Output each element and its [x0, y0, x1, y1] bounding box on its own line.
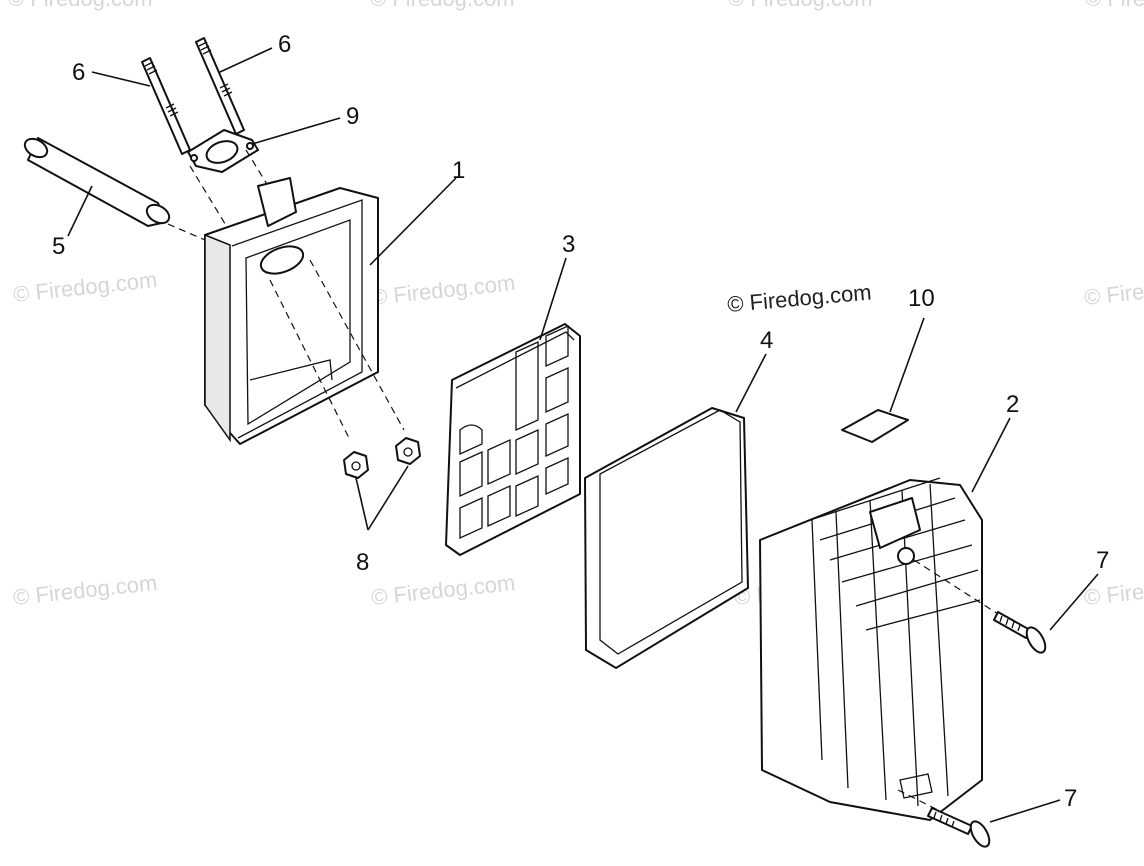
- watermark: © Firedog.com: [370, 270, 516, 310]
- part-filter-grid: [445, 323, 581, 556]
- callout-10: 10: [908, 285, 935, 312]
- watermark: © Firedog.com: [370, 570, 516, 610]
- callout-8: 8: [356, 549, 369, 576]
- part-nut-right: [395, 437, 421, 465]
- callout-1: 1: [452, 157, 465, 184]
- callout-9: 9: [346, 103, 359, 130]
- watermark: © Firedog.com: [1083, 270, 1144, 310]
- part-gasket: [187, 129, 285, 233]
- part-screw-lower: [897, 789, 991, 848]
- part-screw-upper: [913, 559, 1047, 654]
- callout-2: 2: [1006, 391, 1019, 418]
- callout-6-left: 6: [72, 59, 85, 86]
- watermark: © Firedog.com: [12, 570, 158, 610]
- part-label: [841, 409, 909, 443]
- watermark: © Firedog.com: [728, 0, 873, 11]
- part-foam-filter: [584, 407, 749, 669]
- watermark: © Firedog.com: [370, 0, 515, 11]
- watermark: © Firedog.com: [12, 267, 158, 307]
- callout-5: 5: [52, 233, 65, 260]
- part-nut-left: [343, 451, 369, 479]
- callout-7-lower: 7: [1064, 785, 1077, 812]
- callout-3: 3: [562, 231, 575, 258]
- watermark: © Firedog.com: [1085, 0, 1144, 11]
- part-stud-left: [141, 57, 191, 155]
- watermark: © Firedog.com: [1083, 570, 1144, 610]
- callout-labels: 6 6 9 1 5 3 4 10 2 7 7 8: [52, 31, 1109, 812]
- callout-6-right: 6: [278, 31, 291, 58]
- part-cover: [759, 477, 983, 821]
- watermark-main: © Firedog.com: [726, 279, 872, 317]
- leader-lines: [67, 47, 1099, 823]
- part-stud-right: [195, 37, 245, 135]
- part-air-cleaner-base: [204, 177, 405, 445]
- part-tube: [23, 137, 206, 241]
- callout-4: 4: [760, 327, 773, 354]
- watermark: © Firedog.com: [8, 0, 153, 11]
- callout-7-upper: 7: [1096, 547, 1109, 574]
